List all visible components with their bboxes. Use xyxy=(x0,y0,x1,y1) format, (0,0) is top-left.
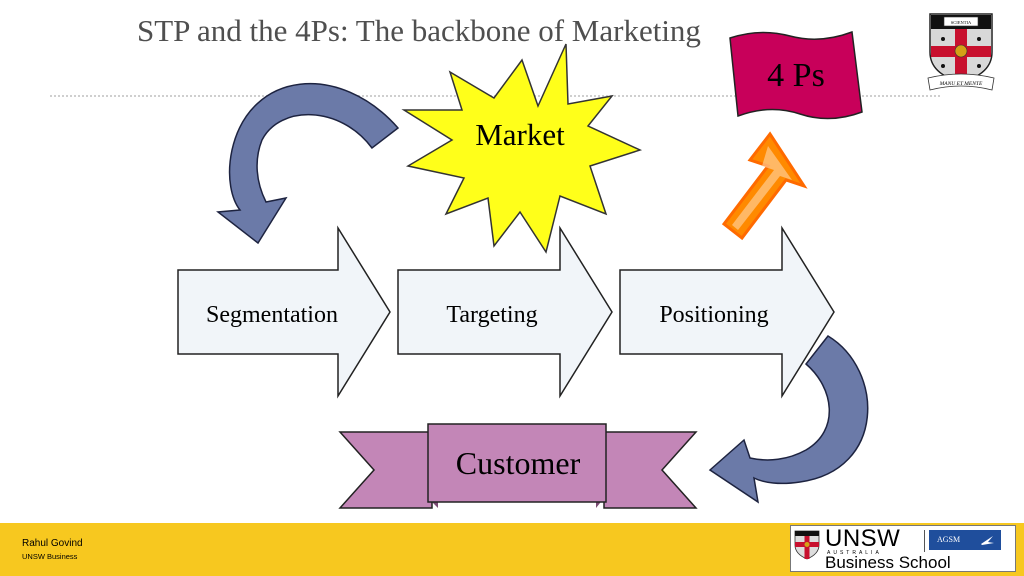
market-starburst xyxy=(401,43,643,254)
positioning-arrow xyxy=(619,225,835,399)
unsw-wordmark: UNSW xyxy=(825,525,901,552)
unsw-mini-crest-icon xyxy=(794,530,820,560)
business-school-text: Business School xyxy=(825,553,951,572)
curved-arrow-positioning-to-customer xyxy=(708,335,869,504)
targeting-label: Targeting xyxy=(446,302,537,328)
unsw-business-school-logo: UNSW AUSTRALIA AGSM Business School xyxy=(790,525,1016,572)
customer-label: Customer xyxy=(456,445,581,481)
ribbon-right-tail xyxy=(603,431,698,509)
footer-author: Rahul Govind xyxy=(22,538,83,549)
positioning-label: Positioning xyxy=(659,302,768,328)
customer-ribbon xyxy=(427,423,607,503)
agsm-star-icon xyxy=(981,536,994,545)
segmentation-arrow xyxy=(177,225,391,399)
four-ps-flag xyxy=(729,30,863,120)
targeting-arrow xyxy=(397,225,613,399)
logo-separator xyxy=(924,530,925,552)
unsw-country: AUSTRALIA xyxy=(827,550,882,556)
curved-arrow-market-to-segmentation xyxy=(216,83,400,245)
slide-title: STP and the 4Ps: The backbone of Marketi… xyxy=(137,13,701,48)
segmentation-label: Segmentation xyxy=(206,302,338,328)
footer-org: UNSW Business xyxy=(22,552,78,561)
university-crest-icon: SCIENTIA MANU ET MENTE xyxy=(927,13,995,91)
agsm-badge: AGSM xyxy=(929,530,1001,550)
ribbon-left-tail xyxy=(338,431,433,509)
four-ps-label: 4 Ps xyxy=(767,57,825,94)
crest-book-text: SCIENTIA xyxy=(951,20,972,25)
crest-motto: MANU ET MENTE xyxy=(939,81,983,87)
agsm-label: AGSM xyxy=(937,535,961,544)
market-label: Market xyxy=(475,117,565,152)
